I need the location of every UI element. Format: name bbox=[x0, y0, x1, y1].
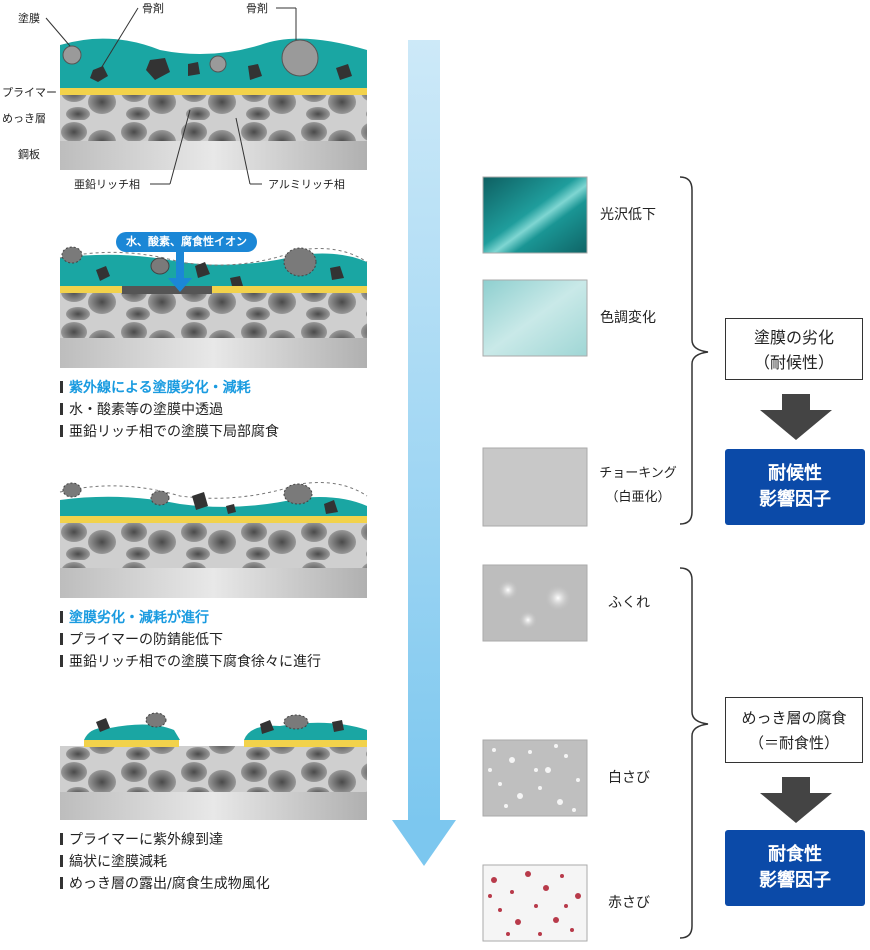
stage3-caption-2: プライマーの防錆能低下 bbox=[60, 629, 223, 651]
swatch-chalking bbox=[482, 447, 588, 527]
swatch-blistering bbox=[482, 564, 588, 642]
label-steel: 鋼板 bbox=[18, 148, 40, 161]
label-zinc-rich: 亜鉛リッチ相 bbox=[74, 178, 140, 191]
stage3-caption-3: 亜鉛リッチ相での塗膜下腐食徐々に進行 bbox=[60, 651, 321, 673]
swatch-label-color: 色調変化 bbox=[600, 310, 656, 326]
stage2-caption-2: 水・酸素等の塗膜中透過 bbox=[60, 399, 223, 421]
stage4-caption-1: プライマーに紫外線到達 bbox=[60, 829, 223, 851]
swatch-label-chalking: チョーキング（白亜化） bbox=[599, 466, 677, 505]
swatch-label-blister: ふくれ bbox=[608, 595, 650, 611]
swatch-label-gloss: 光沢低下 bbox=[600, 207, 656, 223]
swatch-red-rust bbox=[482, 864, 588, 942]
stage-3-cross-section bbox=[59, 482, 368, 598]
weather-factor-box: 耐候性影響因子 bbox=[725, 449, 865, 525]
label-primer: プライマー bbox=[2, 86, 57, 99]
label-plating: めっき層 bbox=[2, 112, 46, 125]
stage-4-cross-section bbox=[60, 712, 367, 820]
stage2-caption-1: 紫外線による塗膜劣化・減耗 bbox=[60, 377, 251, 399]
corrosion-down-arrow bbox=[760, 777, 832, 823]
ion-arrow-head bbox=[168, 278, 192, 292]
corrosion-box: めっき層の腐食（＝耐食性） bbox=[725, 697, 863, 763]
ion-arrow-shaft bbox=[176, 250, 184, 280]
stage-2-cross-section bbox=[59, 246, 368, 368]
corrosion-brace bbox=[679, 567, 709, 939]
weather-degradation-box: 塗膜の劣化（耐候性） bbox=[725, 318, 863, 380]
weather-brace bbox=[679, 176, 709, 525]
swatch-label-red-rust: 赤さび bbox=[608, 895, 650, 911]
label-coating: 塗膜 bbox=[18, 12, 40, 25]
swatch-color-change bbox=[482, 279, 588, 357]
stage-1-cross-section bbox=[45, 7, 367, 185]
label-aggregate-2: 骨剤 bbox=[246, 2, 268, 15]
ion-label: 水、酸素、腐食性イオン bbox=[116, 232, 257, 252]
label-aggregate-1: 骨剤 bbox=[142, 2, 164, 15]
swatch-white-rust bbox=[482, 739, 588, 817]
stage2-caption-3: 亜鉛リッチ相での塗膜下局部腐食 bbox=[60, 421, 279, 443]
weather-down-arrow bbox=[760, 394, 832, 440]
swatch-gloss-loss bbox=[482, 176, 588, 254]
stage4-caption-2: 縞状に塗膜減耗 bbox=[60, 851, 167, 873]
stage4-caption-3: めっき層の露出/腐食生成物風化 bbox=[60, 873, 270, 895]
label-alu-rich: アルミリッチ相 bbox=[268, 178, 345, 191]
plating-layer bbox=[60, 95, 367, 141]
stage3-caption-1: 塗膜劣化・減耗が進行 bbox=[60, 607, 209, 629]
progression-arrow-head bbox=[392, 820, 456, 866]
steel-layer bbox=[60, 140, 367, 170]
progression-arrow-shaft bbox=[408, 40, 440, 822]
primer-layer bbox=[60, 88, 367, 95]
corrosion-factor-box: 耐食性影響因子 bbox=[725, 830, 865, 906]
swatch-label-white-rust: 白さび bbox=[608, 770, 650, 786]
